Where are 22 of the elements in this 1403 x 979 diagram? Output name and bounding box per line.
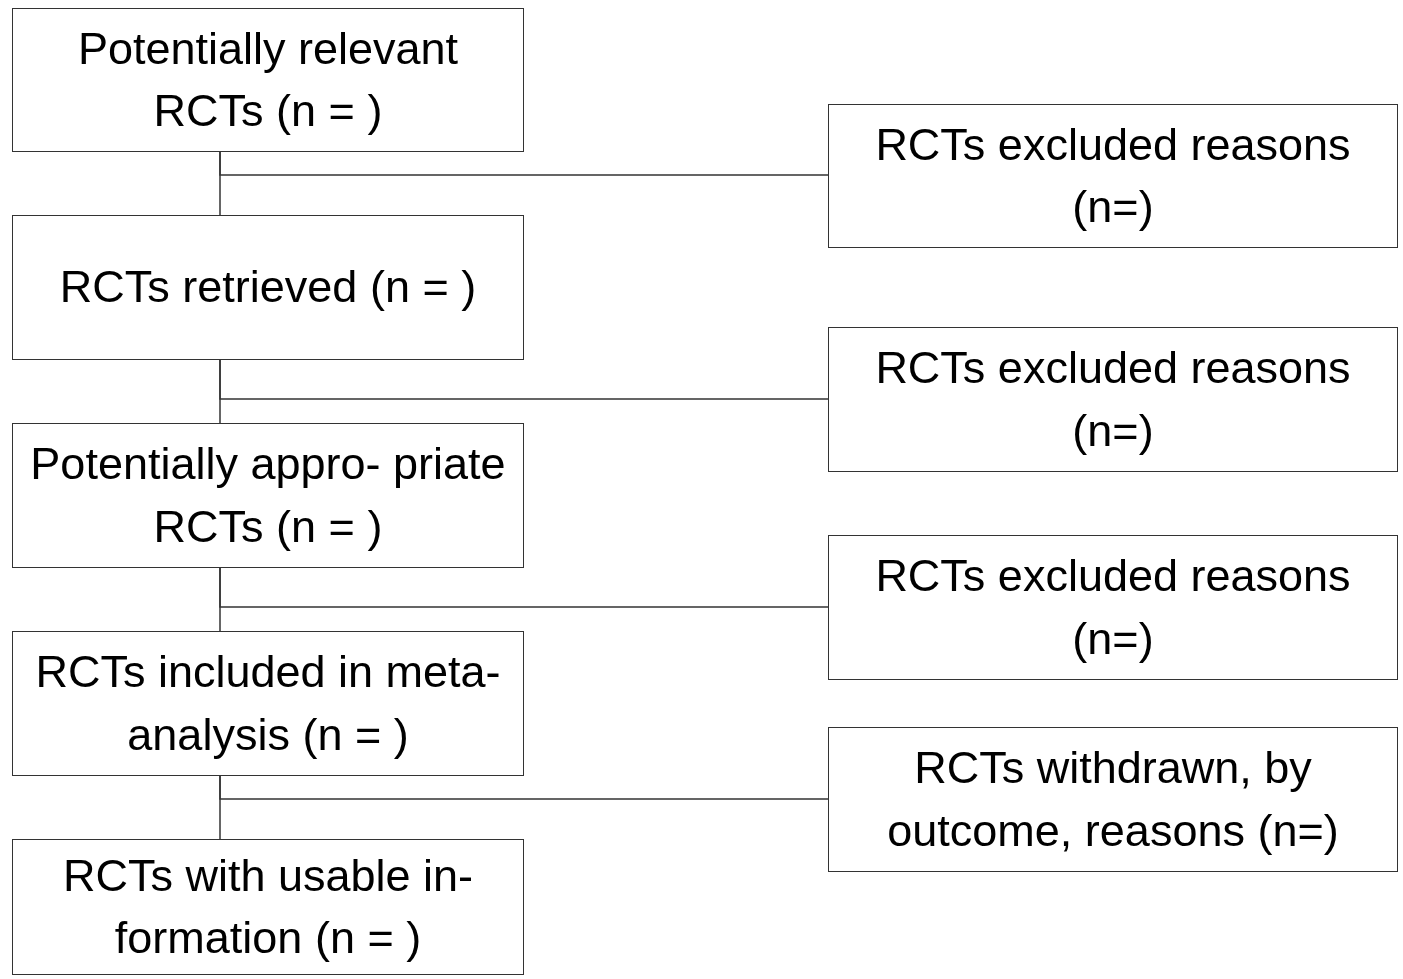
process-box: [828, 104, 1398, 248]
process-box: [12, 631, 524, 776]
box-text: RCTs excluded reasons (n=): [874, 117, 1352, 234]
box-text: Potentially appro- priate RCTs (n = ): [29, 437, 507, 554]
process-box: [12, 8, 524, 152]
connector-line: [219, 151, 221, 216]
connector-line: [219, 567, 221, 632]
box-text: RCTs with usable in- formation (n = ): [61, 848, 475, 965]
box-text: RCTs retrieved (n = ): [59, 260, 477, 315]
connector-line: [219, 359, 221, 424]
process-box: [828, 727, 1398, 872]
connector-line: [219, 775, 221, 840]
process-box: [828, 327, 1398, 472]
box-text: Potentially relevant RCTs (n = ): [76, 21, 460, 138]
process-box: [12, 423, 524, 568]
process-box: [12, 839, 524, 975]
process-box: [12, 215, 524, 360]
box-text: RCTs excluded reasons (n=): [874, 549, 1352, 666]
box-text: RCTs excluded reasons (n=): [874, 341, 1352, 458]
box-text: RCTs withdrawn, by outcome, reasons (n=): [886, 741, 1340, 858]
box-text: RCTs included in meta-analysis (n = ): [34, 645, 502, 762]
process-box: [828, 535, 1398, 680]
